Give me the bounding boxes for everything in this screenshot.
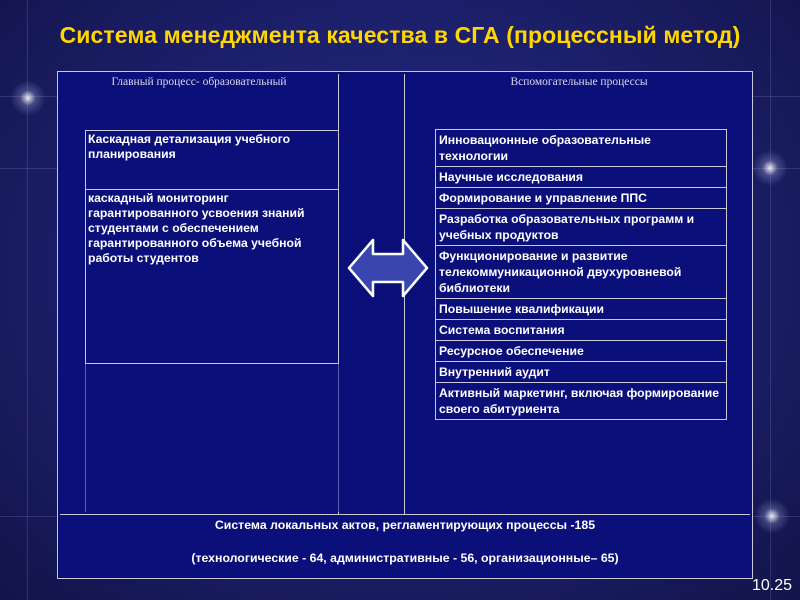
support-process-item: Формирование и управление ППС: [436, 188, 726, 209]
background-glow: [752, 150, 788, 186]
support-processes-header: Вспомогательные процессы: [510, 76, 648, 88]
slide-title: Система менеджмента качества в СГА (проц…: [59, 22, 741, 48]
support-process-item: Научные исследования: [436, 167, 726, 188]
main-process-cell: каскадный мониторинг гарантированного ус…: [86, 189, 338, 363]
local-acts-breakdown: (технологические - 64, административные …: [191, 551, 619, 565]
support-process-item: Внутренний аудит: [436, 362, 726, 383]
local-acts-summary: Система локальных актов, регламентирующи…: [60, 514, 750, 577]
support-process-item: Инновационные образовательные технологии: [436, 130, 726, 167]
main-process-extension: [85, 364, 339, 512]
background-line: [27, 0, 28, 600]
main-process-box: Каскадная детализация учебного планирова…: [85, 130, 339, 364]
main-process-cell: Каскадная детализация учебного планирова…: [88, 132, 291, 161]
local-acts-total: Система локальных актов, регламентирующи…: [214, 518, 596, 532]
double-headed-arrow-icon: [347, 238, 429, 298]
support-process-item: Активный маркетинг, включая формирование…: [439, 386, 720, 416]
support-processes-list: Инновационные образовательные технологии…: [435, 129, 727, 420]
background-glow: [754, 498, 790, 534]
support-process-item: Функционирование и развитие телекоммуник…: [436, 246, 726, 299]
main-process-header: Главный процесс- образовательный: [111, 76, 287, 88]
support-process-item: Система воспитания: [436, 320, 726, 341]
support-process-item: Ресурсное обеспечение: [436, 341, 726, 362]
process-diagram: Главный процесс- образовательный Вспомог…: [57, 71, 753, 579]
background-line: [770, 0, 771, 600]
background-glow: [10, 80, 46, 116]
support-process-item: Повышение квалификации: [436, 299, 726, 320]
support-process-item: Разработка образовательных программ и уч…: [436, 209, 726, 246]
page-number: 10.25: [751, 577, 792, 594]
